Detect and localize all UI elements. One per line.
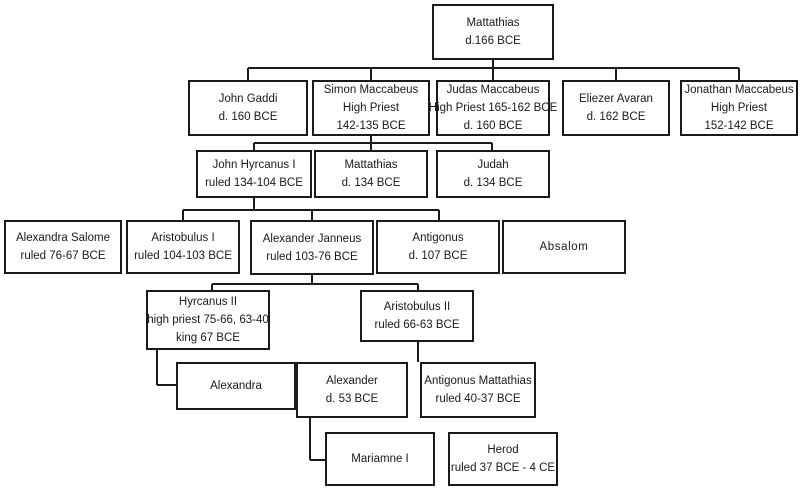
node-line: Jonathan Maccabeus bbox=[684, 84, 794, 96]
node-line: High Priest bbox=[710, 102, 768, 114]
node-antigonus-mattathias: Antigonus Mattathias ruled 40-37 BCE bbox=[420, 362, 536, 418]
node-mariamne: Mariamne I bbox=[325, 432, 435, 486]
node-line: king 67 BCE bbox=[176, 332, 240, 344]
node-john-hyrcanus: John Hyrcanus I ruled 134-104 BCE bbox=[196, 150, 312, 198]
node-antigonus: Antigonus d. 107 BCE bbox=[376, 220, 500, 274]
node-line: High Priest 165-162 BCE bbox=[428, 102, 558, 114]
node-alexandra-salome: Alexandra Salome ruled 76-67 BCE bbox=[4, 220, 122, 274]
node-jonathan-maccabeus: Jonathan Maccabeus High Priest 152-142 B… bbox=[680, 80, 798, 136]
node-line: ruled 103-76 BCE bbox=[266, 250, 358, 263]
node-line: 152-142 BCE bbox=[704, 120, 774, 132]
node-line: Aristobulus I bbox=[151, 232, 215, 244]
node-line: Judah bbox=[477, 159, 509, 171]
node-line: John Gaddi bbox=[218, 93, 278, 105]
node-line: Aristobulus II bbox=[383, 301, 451, 313]
node-aristobulus-1: Aristobulus I ruled 104-103 BCE bbox=[126, 220, 240, 274]
node-line: ruled 76-67 BCE bbox=[20, 250, 106, 262]
node-mattathias-2: Mattathias d. 134 BCE bbox=[314, 150, 428, 198]
node-judas-maccabeus: Judas Maccabeus High Priest 165-162 BCE … bbox=[429, 80, 557, 136]
node-line: Judas Maccabeus bbox=[446, 84, 540, 96]
node-line: Mattathias bbox=[466, 17, 520, 29]
node-judah: Judah d. 134 BCE bbox=[436, 150, 550, 198]
node-line: Simon Maccabeus bbox=[323, 84, 419, 96]
node-line: Alexandra bbox=[210, 380, 262, 392]
node-line: Alexander bbox=[326, 375, 378, 387]
node-line: d. 134 BCE bbox=[463, 177, 523, 189]
node-line: ruled 37 BCE - 4 CE bbox=[450, 462, 556, 474]
node-hyrcanus-2: Hyrcanus II high priest 75-66, 63-40 kin… bbox=[146, 290, 270, 350]
node-line: d. 107 BCE bbox=[408, 250, 468, 262]
node-line: High Priest bbox=[342, 102, 400, 114]
node-line: ruled 40-37 BCE bbox=[435, 393, 521, 405]
node-alexandra: Alexandra bbox=[176, 362, 296, 410]
node-line: high priest 75-66, 63-40 bbox=[147, 314, 269, 326]
node-absalom: Absalom bbox=[502, 220, 626, 274]
node-simon-maccabeus: Simon Maccabeus High Priest 142-135 BCE bbox=[312, 80, 430, 136]
node-alexander-janneus: Alexander Janneus ruled 103-76 BCE bbox=[250, 220, 374, 275]
node-line: ruled 104-103 BCE bbox=[134, 250, 232, 262]
node-line: Eliezer Avaran bbox=[579, 93, 653, 105]
node-line: d. 134 BCE bbox=[341, 177, 401, 189]
node-mattathias: Mattathias d.166 BCE bbox=[432, 4, 554, 60]
node-line: Mattathias bbox=[344, 159, 398, 171]
node-line: d. 160 BCE bbox=[218, 111, 278, 123]
node-line: d. 53 BCE bbox=[325, 393, 379, 405]
node-alexander: Alexander d. 53 BCE bbox=[296, 362, 408, 418]
node-line: d. 160 BCE bbox=[463, 120, 523, 132]
node-line: Antigonus bbox=[412, 232, 464, 244]
node-eliezer-avaran: Eliezer Avaran d. 162 BCE bbox=[562, 80, 670, 136]
node-line: Herod bbox=[487, 444, 519, 456]
node-line: Absalom bbox=[539, 241, 589, 253]
node-john-gaddi: John Gaddi d. 160 BCE bbox=[188, 80, 308, 136]
node-aristobulus-2: Aristobulus II ruled 66-63 BCE bbox=[360, 290, 474, 342]
node-line: d.166 BCE bbox=[465, 35, 521, 47]
node-line: ruled 66-63 BCE bbox=[374, 319, 460, 331]
node-line: Alexandra Salome bbox=[16, 232, 110, 244]
node-line: Mariamne I bbox=[351, 453, 409, 465]
node-line: Alexander Janneus bbox=[262, 232, 362, 245]
node-line: 142-135 BCE bbox=[336, 120, 406, 132]
node-line: ruled 134-104 BCE bbox=[205, 177, 303, 189]
node-line: John Hyrcanus I bbox=[212, 159, 296, 171]
node-line: Antigonus Mattathias bbox=[424, 375, 532, 387]
node-line: Hyrcanus II bbox=[178, 296, 238, 308]
node-herod: Herod ruled 37 BCE - 4 CE bbox=[448, 432, 558, 486]
node-line: d. 162 BCE bbox=[586, 111, 646, 123]
